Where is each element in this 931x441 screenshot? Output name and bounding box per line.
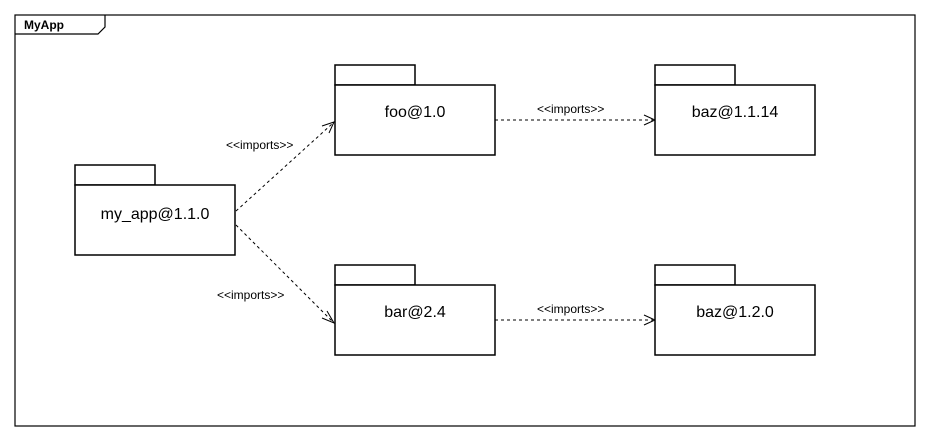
package-name: bar@2.4 <box>384 304 446 321</box>
dependency-line[interactable] <box>235 224 333 322</box>
frame-border <box>14 14 916 427</box>
dependency-my-app-bar[interactable]: <<imports>> <box>217 224 336 325</box>
package-body[interactable] <box>654 84 816 156</box>
package-tab <box>654 64 736 86</box>
package-name: my_app@1.1.0 <box>101 206 210 223</box>
package-tab <box>74 164 156 186</box>
package-foo[interactable]: foo@1.0 <box>334 64 496 156</box>
package-my-app[interactable]: my_app@1.1.0 <box>74 164 236 256</box>
dependency-foo-baz[interactable]: <<imports>> <box>495 102 657 126</box>
package-body[interactable] <box>334 84 496 156</box>
dependency-label: <<imports>> <box>537 302 604 316</box>
package-name: baz@1.2.0 <box>696 304 774 321</box>
dependency-label: <<imports>> <box>537 102 604 116</box>
package-body[interactable] <box>74 184 236 256</box>
package-name: foo@1.0 <box>385 104 446 121</box>
dependency-label: <<imports>> <box>226 138 293 152</box>
package-tab <box>654 264 736 286</box>
dependency-label: <<imports>> <box>217 288 284 302</box>
package-tab <box>334 64 416 86</box>
dependency-arrowhead <box>321 121 335 134</box>
package-name: baz@1.1.14 <box>692 104 779 121</box>
dependency-my-app-foo[interactable]: <<imports>> <box>226 121 335 212</box>
package-baz-1-2-0[interactable]: baz@1.2.0 <box>654 264 816 356</box>
package-tab <box>334 264 416 286</box>
package-body[interactable] <box>334 284 496 356</box>
frame: MyApp <box>14 14 916 427</box>
dependency-bar-baz[interactable]: <<imports>> <box>495 302 657 326</box>
frame-tab <box>15 15 106 35</box>
dependency-arrowhead <box>321 310 336 325</box>
frame-title: MyApp <box>24 18 64 32</box>
package-bar[interactable]: bar@2.4 <box>334 264 496 356</box>
package-baz-1-1-14[interactable]: baz@1.1.14 <box>654 64 816 156</box>
package-body[interactable] <box>654 284 816 356</box>
